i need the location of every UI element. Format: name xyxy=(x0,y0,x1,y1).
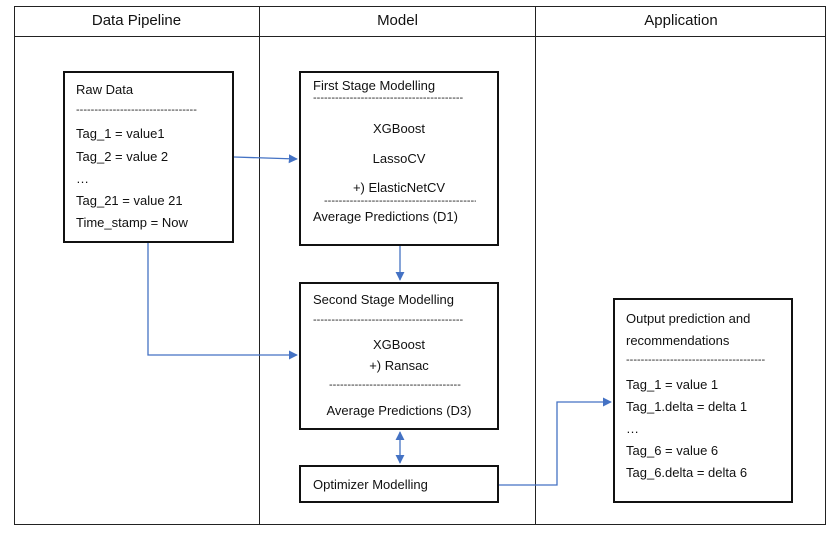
header-model: Model xyxy=(377,12,418,29)
second-stage-separator-2: ------------------------------------ xyxy=(329,379,461,391)
column-divider-1 xyxy=(259,6,260,525)
raw-data-line: Tag_21 = value 21 xyxy=(76,193,183,208)
first-stage-result: Average Predictions (D1) xyxy=(313,209,458,224)
raw-data-box xyxy=(63,71,234,243)
raw-data-separator: --------------------------------- xyxy=(76,104,197,116)
second-stage-title: Second Stage Modelling xyxy=(313,292,454,307)
first-stage-model: LassoCV xyxy=(372,151,426,166)
optimizer-box xyxy=(299,465,499,503)
first-stage-title: First Stage Modelling xyxy=(313,78,436,93)
first-stage-separator: ----------------------------------------… xyxy=(313,92,464,104)
raw-data-title: Raw Data xyxy=(76,82,134,97)
header-data-pipeline: Data Pipeline xyxy=(91,12,182,29)
second-stage-model: XGBoost xyxy=(372,337,426,352)
raw-data-line: … xyxy=(76,171,89,186)
second-stage-box xyxy=(299,282,499,430)
output-line: … xyxy=(626,421,639,436)
raw-data-line: Tag_1 = value1 xyxy=(76,126,165,141)
column-divider-2 xyxy=(535,6,536,525)
second-stage-separator: ----------------------------------------… xyxy=(313,314,464,326)
raw-data-line: Time_stamp = Now xyxy=(76,215,188,230)
first-stage-model: +) ElasticNetCV xyxy=(352,180,446,195)
diagram-frame xyxy=(14,6,826,525)
output-line: Tag_1 = value 1 xyxy=(626,377,719,392)
header-application: Application xyxy=(644,12,718,29)
second-stage-model: +) Ransac xyxy=(369,358,429,373)
output-title-line1: Output prediction and xyxy=(626,311,751,326)
output-line: Tag_1.delta = delta 1 xyxy=(626,399,748,414)
raw-data-line: Tag_2 = value 2 xyxy=(76,149,169,164)
output-line: Tag_6 = value 6 xyxy=(626,443,719,458)
output-title-line2: recommendations xyxy=(626,333,730,348)
output-box xyxy=(613,298,793,503)
first-stage-model: XGBoost xyxy=(372,121,426,136)
first-stage-box xyxy=(299,71,499,246)
header-divider xyxy=(14,36,826,37)
optimizer-title: Optimizer Modelling xyxy=(313,477,428,492)
output-separator: -------------------------------------- xyxy=(626,354,766,366)
first-stage-separator-2: ----------------------------------------… xyxy=(324,195,476,207)
second-stage-result: Average Predictions (D3) xyxy=(326,403,472,418)
output-line: Tag_6.delta = delta 6 xyxy=(626,465,748,480)
